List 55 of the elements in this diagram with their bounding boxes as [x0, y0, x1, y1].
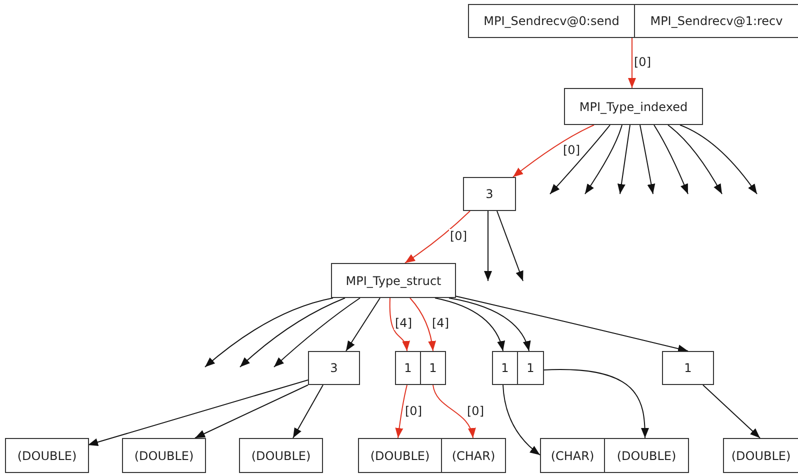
record-field: MPI_Sendrecv@0:send: [468, 4, 635, 38]
arrow: [654, 124, 688, 194]
record-field: (DOUBLE): [239, 438, 323, 473]
record-field: (CHAR): [540, 438, 605, 473]
record-field: (DOUBLE): [5, 438, 89, 473]
record-field: 3: [308, 351, 360, 385]
arrow: [292, 384, 324, 438]
edge-label: [0]: [562, 143, 581, 157]
arrow: [274, 298, 360, 368]
record-field: MPI_Type_indexed: [564, 88, 703, 125]
arrow: [617, 124, 630, 194]
edge-label: [0]: [633, 55, 652, 69]
arrow: [584, 124, 622, 194]
record-field: MPI_Sendrecv@1:recv: [634, 4, 798, 38]
arrow: [496, 210, 524, 282]
arrow: [432, 384, 475, 438]
edge-label: [0]: [449, 229, 468, 243]
arrow: [389, 298, 410, 352]
arrow: [204, 298, 334, 368]
arrow: [395, 384, 408, 438]
record-field: (DOUBLE): [122, 438, 206, 473]
record-field: (DOUBLE): [723, 438, 798, 473]
edge-label: [4]: [394, 316, 413, 330]
record-field: 1: [662, 351, 714, 385]
edge-label: [4]: [431, 316, 450, 330]
arrow: [484, 210, 492, 282]
arrow: [194, 384, 308, 438]
record-field: MPI_Type_struct: [331, 263, 456, 298]
record-field: 1: [492, 351, 518, 385]
arrow: [680, 124, 758, 194]
arrow: [346, 298, 380, 352]
arrow: [668, 124, 722, 194]
edge-label: [0]: [466, 404, 485, 418]
record-field: 1: [517, 351, 544, 385]
record-field: 1: [420, 351, 446, 385]
arrow: [502, 384, 540, 456]
arrow: [448, 298, 530, 352]
arrow: [628, 38, 636, 88]
arrow: [702, 384, 760, 438]
arrow: [410, 298, 436, 352]
arrow: [550, 124, 610, 194]
arrow: [434, 298, 504, 352]
arrow: [454, 296, 688, 353]
arrow: [404, 210, 470, 264]
record-field: (CHAR): [441, 438, 506, 473]
record-field: 3: [463, 177, 516, 211]
arrow: [512, 124, 594, 178]
arrow: [88, 380, 308, 446]
arrow: [640, 124, 656, 194]
edge-label: [0]: [404, 404, 423, 418]
arrow: [542, 369, 649, 438]
record-field: (DOUBLE): [604, 438, 689, 473]
record-field: (DOUBLE): [358, 438, 442, 473]
record-field: 1: [395, 351, 421, 385]
arrow: [240, 298, 346, 368]
